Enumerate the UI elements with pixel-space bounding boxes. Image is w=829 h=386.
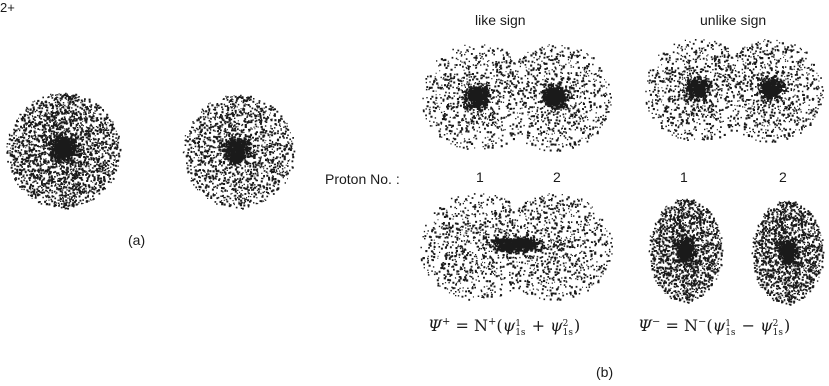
unlike-proton-2: 2 (779, 169, 787, 185)
caption-a: (a) (128, 232, 146, 248)
bonding-mo-cloud (420, 193, 613, 301)
atom-cloud-left (6, 92, 122, 210)
like-proton-2: 2 (553, 169, 561, 185)
unlike-orbitals-cloud-stipple (645, 39, 824, 143)
unlike-proton-1: 1 (680, 169, 688, 185)
unlike-orbitals-cloud (645, 39, 824, 143)
atom-cloud-right (182, 94, 296, 210)
antibonding-lobe-2 (751, 200, 825, 306)
electron-clouds (6, 39, 825, 306)
like-orbitals-cloud (422, 44, 612, 152)
like-sign-header: like sign (475, 12, 526, 28)
antibonding-lobe-1-stipple (648, 198, 724, 304)
atom-cloud-right-stipple (182, 94, 296, 210)
bonding-mo-cloud-stipple (420, 193, 613, 301)
unlike-sign-header: unlike sign (700, 12, 767, 28)
proton-number-label: Proton No. : (325, 171, 400, 187)
antibonding-lobe-1 (648, 198, 724, 304)
like-orbitals-cloud-stipple (422, 44, 612, 152)
corner-label: 2+ (0, 0, 15, 15)
atom-cloud-left-stipple (6, 92, 122, 210)
antibonding-lobe-2-stipple (751, 200, 825, 306)
like-proton-1: 1 (476, 169, 484, 185)
caption-b: (b) (596, 364, 614, 380)
